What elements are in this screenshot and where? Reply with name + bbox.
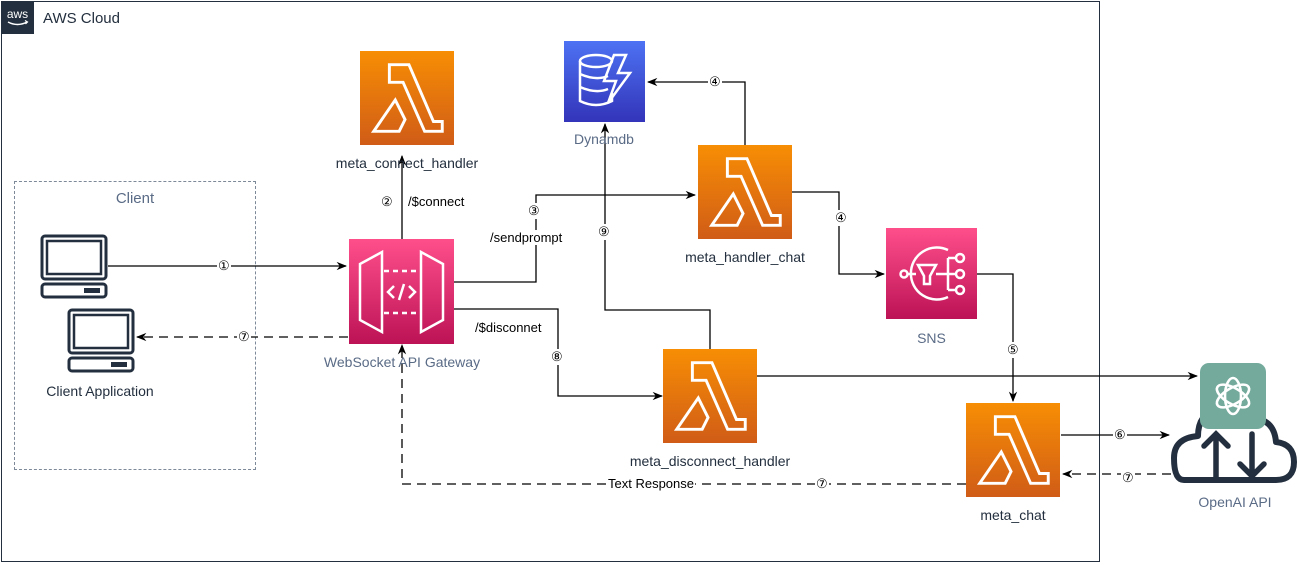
step-2-label: ② xyxy=(380,194,394,210)
step-7-client-label: ⑦ xyxy=(237,329,251,345)
lambda-icon xyxy=(698,145,792,239)
aws-cloud-title: AWS Cloud xyxy=(43,10,120,27)
edge-sns-to-meta-chat xyxy=(977,273,1018,403)
api-gateway-node[interactable] xyxy=(349,239,454,349)
openai-node[interactable] xyxy=(1170,362,1298,492)
step-6-label: ⑥ xyxy=(1113,427,1127,443)
handler-chat-lambda[interactable] xyxy=(698,145,792,244)
aws-logo-icon: aws xyxy=(1,1,34,34)
dynamodb-node[interactable] xyxy=(564,41,645,127)
step-7-openai-label: ⑦ xyxy=(1121,470,1135,486)
step-4-dynamo-label: ④ xyxy=(708,74,722,90)
client-application-label: Client Application xyxy=(46,383,154,399)
dynamodb-icon xyxy=(564,41,645,122)
step-9-label: ⑨ xyxy=(597,224,611,240)
dynamodb-label: Dynamdb xyxy=(574,131,634,147)
openai-icon xyxy=(1171,363,1297,483)
sns-label: SNS xyxy=(917,330,946,346)
meta-chat-label: meta_chat xyxy=(980,507,1046,523)
openai-label: OpenAI API xyxy=(1198,494,1272,510)
step-7-gateway-label: ⑦ xyxy=(815,476,829,492)
aws-cloud-group xyxy=(1,1,1100,562)
step-3-label: ③ xyxy=(527,203,541,219)
api-gateway-label: WebSocket API Gateway xyxy=(323,354,481,370)
step-1-label: ① xyxy=(217,258,231,274)
client-group xyxy=(14,181,256,470)
text-response-label: Text Response xyxy=(607,476,695,491)
route-disconnect-label: /$disconnet xyxy=(474,320,543,335)
sns-icon xyxy=(886,228,977,319)
client-application-icon[interactable] xyxy=(67,308,137,379)
route-sendprompt-label: /sendprompt xyxy=(489,230,564,245)
disconnect-handler-label: meta_disconnect_handler xyxy=(629,453,791,469)
meta-chat-lambda[interactable] xyxy=(966,403,1060,502)
edge-handler-chat-to-sns xyxy=(792,191,886,279)
step-8-label: ⑧ xyxy=(550,349,564,365)
connect-handler-label: meta_connect_handler xyxy=(335,155,479,171)
api-gateway-icon xyxy=(349,239,454,344)
lambda-icon xyxy=(360,51,454,145)
edge-handler-chat-to-dynamo xyxy=(646,77,746,145)
client-group-title: Client xyxy=(115,190,155,207)
sns-node[interactable] xyxy=(886,228,977,324)
handler-chat-label: meta_handler_chat xyxy=(685,249,805,265)
edge-disconnect-to-dynamo xyxy=(600,122,711,349)
step-5-label: ⑤ xyxy=(1006,342,1020,358)
connect-handler-lambda[interactable] xyxy=(360,51,454,150)
route-connect-label: /$connect xyxy=(407,194,466,209)
step-4-sns-label: ④ xyxy=(834,210,848,226)
lambda-icon xyxy=(663,349,757,443)
disconnect-handler-lambda[interactable] xyxy=(663,349,757,448)
lambda-icon xyxy=(966,403,1060,497)
aws-badge-text: aws xyxy=(7,7,28,21)
edge-meta-chat-to-gateway xyxy=(397,343,966,485)
client-computer-icon xyxy=(40,234,110,305)
